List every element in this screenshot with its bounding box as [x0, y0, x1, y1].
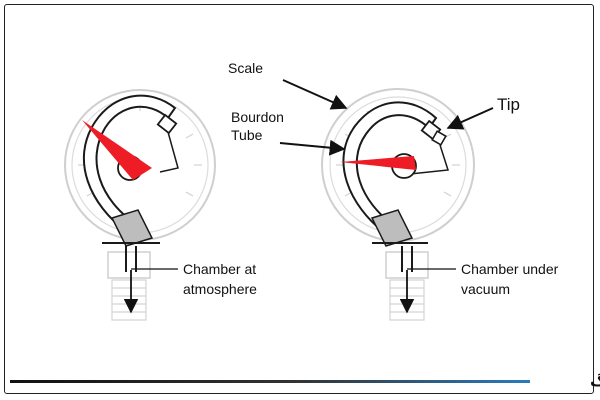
bourdon-tube-arrow — [279, 139, 346, 156]
bourdon-tube-label-line2: Tube — [231, 127, 263, 143]
left-pipe — [125, 246, 137, 272]
right-pointer — [340, 156, 416, 170]
left-base-block — [110, 209, 154, 247]
right-bourdon-tube — [342, 101, 438, 236]
left-linkage — [159, 131, 179, 173]
left-tube-tip — [156, 113, 178, 135]
right-gauge: Chamber under vacuum — [321, 88, 559, 321]
left-socket — [107, 251, 151, 279]
right-caption-line1: Chamber under — [461, 261, 559, 277]
right-tube-tip-link — [431, 130, 447, 146]
right-base-block — [370, 209, 414, 247]
left-pointer — [82, 120, 152, 180]
callouts: Scale Bourdon Tube Tip — [228, 60, 520, 156]
bourdon-tube-label-line1: Bourdon — [231, 109, 284, 125]
tip-arrow — [446, 107, 494, 130]
scale-arrow — [282, 79, 348, 110]
brand-logo-text: پیکاگ — [590, 371, 600, 391]
footer: پیکاگ — [10, 371, 600, 391]
left-gauge: Chamber at atmosphere — [64, 89, 257, 321]
right-pipe — [401, 246, 413, 272]
right-linkage — [409, 144, 449, 175]
scale-label: Scale — [228, 60, 263, 76]
right-caption-line2: vacuum — [461, 281, 510, 297]
footer-rule — [10, 380, 530, 383]
left-bourdon-tube — [82, 94, 177, 234]
left-threads — [111, 279, 147, 321]
left-caption-line1: Chamber at — [183, 261, 256, 277]
left-caption-line2: atmosphere — [183, 281, 257, 297]
tip-label: Tip — [497, 95, 520, 114]
